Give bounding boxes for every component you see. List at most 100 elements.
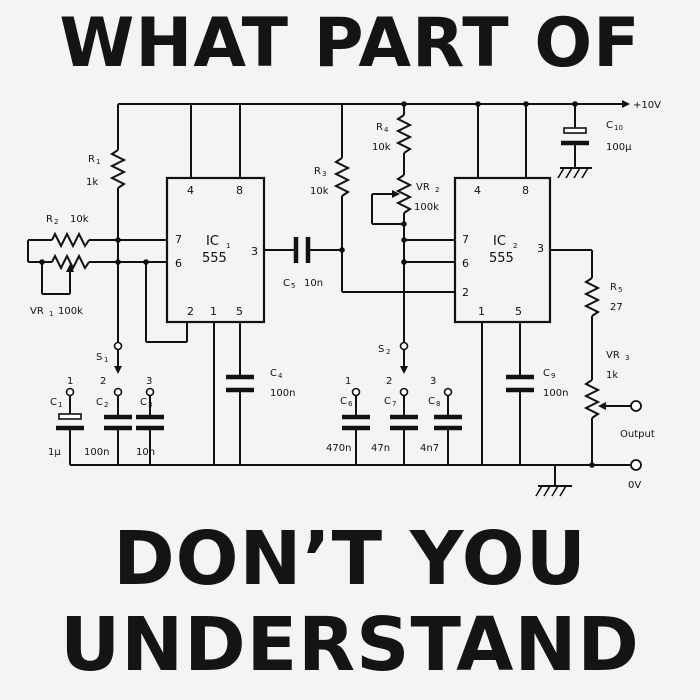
ic2-pin3: 3 xyxy=(537,242,544,255)
ic1-pin6: 6 xyxy=(175,257,182,270)
r2-value: 10k xyxy=(70,214,89,225)
vr3-name: VR xyxy=(606,350,620,361)
s1-switch xyxy=(65,341,155,397)
ic1-name: IC xyxy=(206,234,219,249)
c1-value: 1μ xyxy=(48,447,61,458)
s1-name: S xyxy=(96,352,102,363)
vr1-sub: 1 xyxy=(49,310,53,318)
ic2-name: IC xyxy=(493,234,506,249)
vr1-potentiometer xyxy=(28,253,167,295)
r5-resistor xyxy=(550,249,601,380)
ground-symbol xyxy=(535,465,572,497)
r1-name: R xyxy=(88,154,95,165)
ic2-chip xyxy=(453,101,552,465)
ic2-pin8: 8 xyxy=(522,184,529,197)
r5-sub: 5 xyxy=(618,286,622,294)
c7-sub: 7 xyxy=(392,400,396,408)
output-label: Output xyxy=(620,429,655,440)
ic1-pin8: 8 xyxy=(236,184,243,197)
c9-sub: 9 xyxy=(551,372,555,380)
r1-sub: 1 xyxy=(96,158,100,166)
c3-value: 10n xyxy=(136,447,155,458)
c3-name: C xyxy=(140,397,147,408)
c2-value: 100n xyxy=(84,447,109,458)
c4-sub: 4 xyxy=(278,372,283,380)
r5-name: R xyxy=(610,282,617,293)
c9-capacitor xyxy=(506,322,534,465)
ground-rail xyxy=(70,459,642,471)
s2-name: S xyxy=(378,344,384,355)
ic2-pin1: 1 xyxy=(478,305,485,318)
c4-value: 100n xyxy=(270,388,295,399)
c6-capacitor xyxy=(342,396,370,465)
r1-resistor xyxy=(109,104,127,342)
c10-capacitor xyxy=(557,101,592,179)
ic2-pin5: 5 xyxy=(515,305,522,318)
vr3-value: 1k xyxy=(606,370,618,381)
r3-sub: 3 xyxy=(322,170,326,178)
ic1-chip xyxy=(165,104,266,465)
c6-sub: 6 xyxy=(348,400,353,408)
r4-name: R xyxy=(376,122,383,133)
c2-sub: 2 xyxy=(104,401,108,409)
c10-name: C xyxy=(606,120,613,131)
c9-name: C xyxy=(543,368,550,379)
r5-value: 27 xyxy=(610,302,623,313)
s1-pos2: 2 xyxy=(100,376,106,387)
c1-name: C xyxy=(50,397,57,408)
r4-sub: 4 xyxy=(384,126,389,134)
s2-sub: 2 xyxy=(386,348,390,356)
c6-name: C xyxy=(340,396,347,407)
c3-sub: 3 xyxy=(148,401,152,409)
s1-sub: 1 xyxy=(104,356,108,364)
r2-resistor xyxy=(27,231,167,262)
r4-value: 10k xyxy=(372,142,391,153)
headline-top: WHAT PART OF xyxy=(59,4,641,83)
ic1-sub: 1 xyxy=(226,242,230,250)
s2-pos1: 1 xyxy=(345,376,351,387)
ic1-pin5: 5 xyxy=(236,305,243,318)
s1-pos3: 3 xyxy=(146,376,152,387)
c10-sub: 10 xyxy=(614,124,623,132)
r3-value: 10k xyxy=(310,186,329,197)
c1-capacitor xyxy=(56,396,84,465)
vr2-value: 100k xyxy=(414,202,439,213)
s2-pos2: 2 xyxy=(386,376,392,387)
c2-capacitor xyxy=(104,396,132,465)
c8-name: C xyxy=(428,396,435,407)
c10-value: 100μ xyxy=(606,142,632,153)
ic2-pin7: 7 xyxy=(462,233,469,246)
ic1-pin3: 3 xyxy=(251,245,258,258)
vr2-name: VR xyxy=(416,182,430,193)
s1-pos1: 1 xyxy=(67,376,73,387)
headline-middle: DON’T YOU xyxy=(113,516,587,602)
c7-capacitor xyxy=(390,396,418,465)
supply-rail xyxy=(118,100,630,108)
c8-capacitor xyxy=(434,396,462,465)
r2-name: R xyxy=(46,214,53,225)
vr2-potentiometer xyxy=(371,174,455,342)
c3-capacitor xyxy=(136,396,164,465)
vr2-sub: 2 xyxy=(435,186,439,194)
headline-bottom: UNDERSTAND xyxy=(60,602,640,688)
ic2-pin4: 4 xyxy=(474,184,481,197)
vr1-value: 100k xyxy=(58,306,83,317)
c9-value: 100n xyxy=(543,388,568,399)
ic2-sub: 2 xyxy=(513,242,517,250)
ic1-pin7: 7 xyxy=(175,233,182,246)
ic1-pin2: 2 xyxy=(187,305,194,318)
ic2-pin2: 2 xyxy=(462,286,469,299)
r3-resistor xyxy=(333,104,455,293)
c4-name: C xyxy=(270,368,277,379)
c1-sub: 1 xyxy=(58,401,62,409)
ic2-pin6: 6 xyxy=(462,257,469,270)
s2-pos3: 3 xyxy=(430,376,436,387)
ic1-pin2-link xyxy=(145,262,188,343)
vr1-name: VR xyxy=(30,306,44,317)
c6-value: 470n xyxy=(326,443,351,454)
ground-label: 0V xyxy=(628,480,641,491)
r4-resistor xyxy=(395,101,413,175)
c8-sub: 8 xyxy=(436,400,440,408)
c5-sub: 5 xyxy=(291,282,295,290)
c7-name: C xyxy=(384,396,391,407)
